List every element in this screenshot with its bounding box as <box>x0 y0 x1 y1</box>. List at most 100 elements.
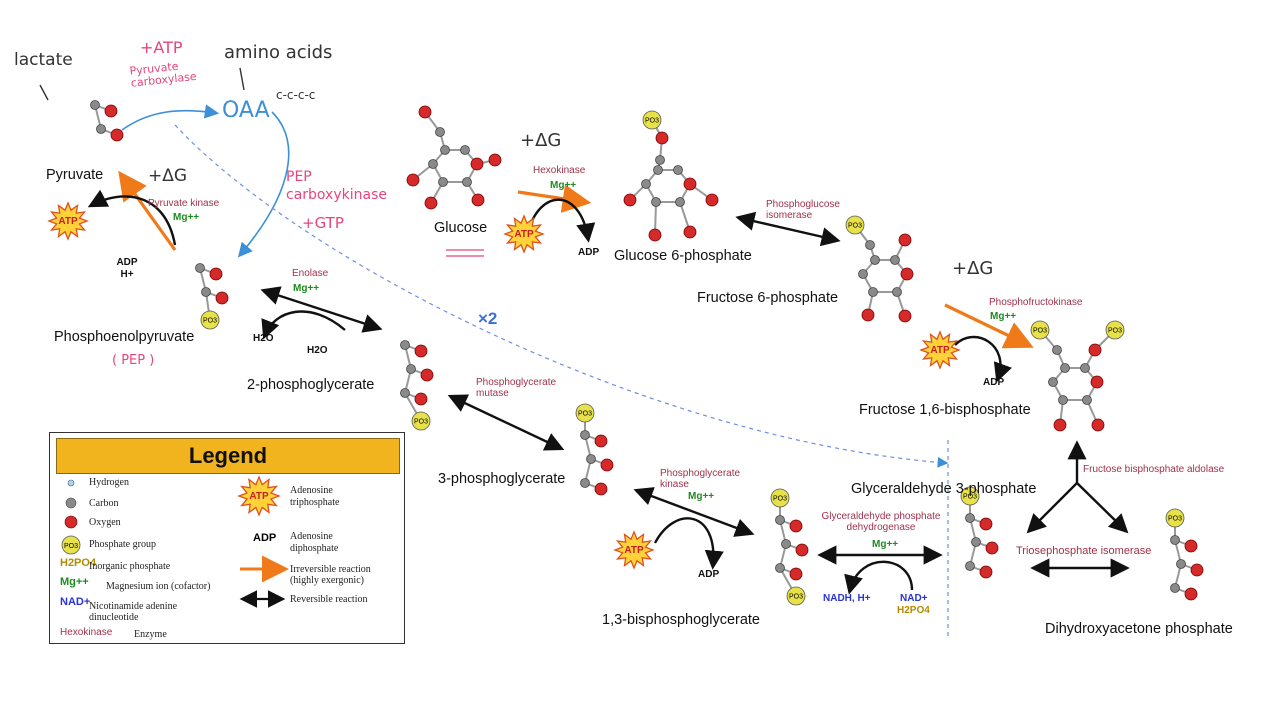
svg-text:PO3: PO3 <box>578 411 592 418</box>
adp-h-pk: ADP H+ <box>116 257 138 280</box>
svg-text:PO3: PO3 <box>963 494 977 501</box>
arrow-hexokinase <box>517 184 592 213</box>
atom-O <box>1184 587 1198 601</box>
atp-star-shape <box>503 214 545 254</box>
legend-phosphate-icon <box>61 535 81 555</box>
enzyme-tpi: Triosephosphate isomerase <box>1016 545 1152 557</box>
atom-P: PO3 <box>411 411 431 431</box>
curve-pk <box>87 189 177 246</box>
atom-O <box>488 153 502 167</box>
atom-C <box>641 179 651 189</box>
metabolite-pep: Phosphoenolpyruvate <box>54 329 195 345</box>
atom-C <box>96 124 106 134</box>
nadh-label: NADH, H+ <box>823 593 871 604</box>
mg-hexokinase: Mg++ <box>550 180 577 191</box>
legend-phosphate-symbol-text: PO3 <box>64 543 78 550</box>
metabolite-g6p: Glucose 6-phosphate <box>614 248 752 264</box>
atom-C <box>435 127 445 137</box>
atom-O <box>1091 418 1105 432</box>
curve-pfk <box>954 335 1012 383</box>
atom-P: PO3 <box>642 110 662 130</box>
atom-O <box>110 128 124 142</box>
atp-star-shape <box>47 201 89 241</box>
metabolite-2pg: 2-phosphoglycerate <box>247 377 375 393</box>
legend-atp-icon: ATP <box>236 475 282 517</box>
atom-C <box>675 197 685 207</box>
atom-C <box>1082 395 1092 405</box>
legend-oxygen-label: Oxygen <box>89 517 121 528</box>
atom-P: PO3 <box>1105 320 1125 340</box>
atom-C <box>673 165 683 175</box>
legend-panel: Legend PO3 ATP H2PO4 Mg++ NAD+ Hexokinas… <box>49 432 405 644</box>
mg-pfk: Mg++ <box>990 311 1017 322</box>
hand-delta-g-pk: +ΔG <box>148 166 188 186</box>
legend-mg-label: Magnesium ion (cofactor) <box>106 581 211 592</box>
svg-text:PO3: PO3 <box>414 419 428 426</box>
legend-title: Legend <box>56 438 400 474</box>
atp-star-pk: ATP <box>46 201 90 241</box>
atom-O <box>594 482 608 496</box>
atom-C <box>400 388 410 398</box>
atom-O <box>789 567 803 581</box>
atom-C <box>965 561 975 571</box>
atom-O <box>795 543 809 557</box>
atom-P: PO3 <box>960 486 980 506</box>
atom-C <box>428 159 438 169</box>
hand-plus-atp: +ATP <box>140 38 183 57</box>
atom-O <box>1190 563 1204 577</box>
arrow-pgk <box>633 487 755 537</box>
metabolite-f16bp: Fructose 1,6-bisphosphate <box>859 402 1031 418</box>
atom-O <box>789 519 803 533</box>
h2po4-label: H2PO4 <box>897 605 930 616</box>
arrow-aldolase-right <box>1076 482 1129 534</box>
svg-text:PO3: PO3 <box>645 118 659 125</box>
atom-O <box>648 228 662 242</box>
atp-star-shape <box>613 530 655 570</box>
atom-P: PO3 <box>786 586 806 606</box>
atom-O <box>623 193 637 207</box>
svg-text:PO3: PO3 <box>1033 328 1047 335</box>
atom-P: PO3 <box>1030 320 1050 340</box>
atp-star-hexokinase: ATP <box>502 214 546 254</box>
arrow-aldolase-left <box>1026 482 1078 534</box>
hand-delta-g-pfk: +ΔG <box>952 258 994 279</box>
mg-enolase: Mg++ <box>293 283 320 294</box>
atom-C <box>865 240 875 250</box>
legend-mg-symbol: Mg++ <box>60 576 89 588</box>
atom-C <box>1052 345 1062 355</box>
legend-nad-label: Nicotinamide adenine dinucleotide <box>89 601 178 623</box>
atom-C <box>775 563 785 573</box>
legend-hydrogen-icon <box>67 479 75 487</box>
atom-O <box>215 291 229 305</box>
atom-P: PO3 <box>770 488 790 508</box>
hand-oaa: OAA <box>222 98 270 123</box>
legend-oxygen-icon <box>64 515 78 529</box>
adp-hexokinase: ADP <box>578 247 600 258</box>
arrow-pgm <box>447 394 565 451</box>
atom-O <box>1184 539 1198 553</box>
hand-pep-abbrev: ( PEP ) <box>112 353 155 368</box>
nad-label: NAD+ <box>900 593 928 604</box>
legend-enzyme-label: Enzyme <box>134 629 167 640</box>
atom-C <box>406 364 416 374</box>
arrow-pk <box>118 170 177 251</box>
hand-delta-g-hexokinase: +ΔG <box>520 130 562 151</box>
metabolite-3pg: 3-phosphoglycerate <box>438 471 566 487</box>
metabolite-13bpg: 1,3-bisphosphoglycerate <box>602 612 760 628</box>
enzyme-pgm: Phosphoglycerate mutase <box>476 377 557 399</box>
atom-O <box>979 565 993 579</box>
metabolite-f6p: Fructose 6-phosphate <box>697 290 839 306</box>
atom-O <box>900 267 914 281</box>
curve-gapdh <box>844 560 914 595</box>
legend-carbon-label: Carbon <box>89 498 119 509</box>
hand-carbon-chain: c-c-c-c <box>276 88 316 102</box>
atom-C <box>1170 583 1180 593</box>
mg-gapdh: Mg++ <box>872 539 899 550</box>
atp-star-pgk: ATP <box>612 530 656 570</box>
atom-C <box>870 255 880 265</box>
dashed-arrow-to-g3p <box>174 124 949 468</box>
atom-C <box>653 165 663 175</box>
mg-pgk: Mg++ <box>688 491 715 502</box>
arrow-pgi <box>735 211 841 247</box>
